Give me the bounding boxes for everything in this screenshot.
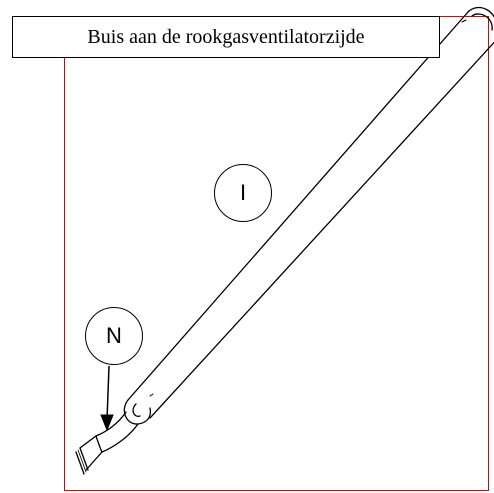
callout-i: I <box>214 164 272 222</box>
arrow-head <box>100 414 114 432</box>
hose-end-rim <box>79 447 89 471</box>
callout-n: N <box>85 307 143 365</box>
pipe-top-end <box>467 6 494 18</box>
callout-i-label: I <box>239 180 247 205</box>
title-box: Buis aan de rookgasventilatorzijde <box>12 16 440 58</box>
pipe-joint-inner <box>132 403 141 417</box>
arrow-shaft <box>106 365 110 421</box>
pipe-upper-edge <box>127 11 469 401</box>
hose-end <box>75 451 85 475</box>
pipe-detail <box>149 393 154 397</box>
pipe-lower-edge <box>149 41 494 419</box>
callout-n-label: N <box>106 323 122 348</box>
hose-lower-edge <box>85 423 139 471</box>
pipe-detail <box>461 19 467 23</box>
diagram-title: Buis aan de rookgasventilatorzijde <box>87 25 365 48</box>
hose-fold <box>95 435 103 453</box>
pipe-top-rim <box>471 13 493 31</box>
pipe-joint <box>123 399 152 425</box>
